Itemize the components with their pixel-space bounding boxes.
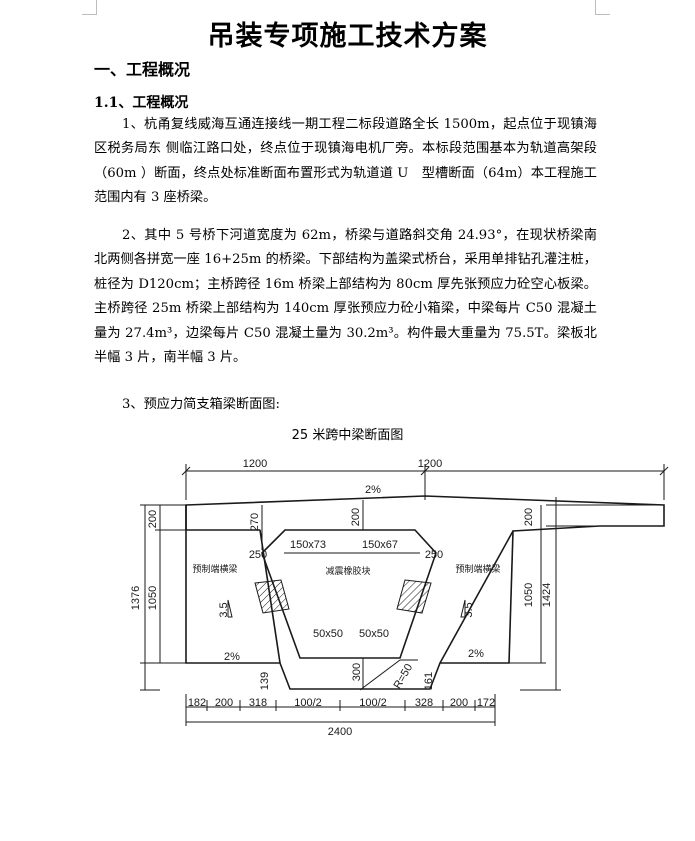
section-heading: 一、工程概况: [94, 60, 191, 79]
slope-left-label: 2%: [224, 651, 240, 663]
slope-ratio-right: 3.5: [463, 602, 475, 617]
figure-caption: 25 米跨中梁断面图: [291, 428, 404, 443]
web-thick-left-label: 250: [249, 549, 267, 561]
web-top-center-dim: 200: [350, 508, 362, 526]
right-dim-200: 200: [523, 508, 535, 526]
subsection-heading: 1.1、工程概况: [94, 95, 189, 111]
rubber-block-label: 减震橡胶块: [325, 565, 370, 576]
left-rubber-block: [254, 579, 290, 614]
dim-139: 139: [259, 672, 271, 690]
end-beam-left-label: 预制端横梁: [192, 563, 237, 574]
bottom-dim-182: 182: [188, 697, 206, 709]
page-corner-mark-left: [82, 0, 97, 15]
fillet-right-label: 50x50: [359, 628, 389, 640]
bottom-dim-200a: 200: [215, 697, 233, 709]
fillet-left-label: 50x50: [313, 628, 343, 640]
page-corner-mark-right: [595, 0, 610, 15]
right-dim-1050: 1050: [523, 583, 535, 607]
end-beam-right-label: 预制端横梁: [455, 563, 500, 574]
radius-label: R=50: [392, 662, 416, 691]
bottom-dim-total: 2400: [328, 726, 352, 738]
bottom-dim-328: 328: [415, 697, 433, 709]
web-thick-right-label: 250: [425, 549, 443, 561]
left-dim-200: 200: [147, 510, 159, 528]
left-dim-total: 1376: [130, 586, 142, 610]
inner-void: [261, 529, 437, 659]
slope-top-label: 2%: [365, 484, 381, 496]
dim-161: 161: [423, 672, 435, 690]
web-top-left-dim: 270: [249, 513, 261, 531]
slope-ratio-left: 3.5: [218, 602, 230, 617]
haunch-right-label: 150x67: [362, 539, 398, 551]
bottom-thick-label: 300: [351, 663, 363, 681]
bottom-dim-318: 318: [249, 697, 267, 709]
right-dim-total: 1424: [541, 583, 553, 607]
top-dim-right: 1200: [418, 458, 442, 470]
left-dim-1050: 1050: [147, 586, 159, 610]
right-web-outer: [439, 530, 514, 664]
bottom-dim-200b: 200: [450, 697, 468, 709]
document-title: 吊装专项施工技术方案: [207, 21, 488, 52]
slope-right-label: 2%: [468, 648, 484, 660]
paragraph-3: 3、预应力简支箱梁断面图:: [122, 397, 280, 412]
bottom-dim-172: 172: [477, 697, 495, 709]
paragraph-2: 2、其中 5 号桥下河道宽度为 62m，桥梁与道路斜交角 24.93°，在现状桥…: [94, 228, 597, 366]
bottom-dim-100a: 100/2: [294, 697, 322, 709]
bottom-dim-100b: 100/2: [359, 697, 387, 709]
haunch-left-label: 150x73: [290, 539, 326, 551]
right-rubber-block: [396, 579, 432, 614]
top-dim-left: 1200: [243, 458, 267, 470]
paragraph-1: 1、杭甬复线威海互通连接线一期工程二标段道路全长 1500m，起点位于现镇海区税…: [94, 117, 597, 206]
